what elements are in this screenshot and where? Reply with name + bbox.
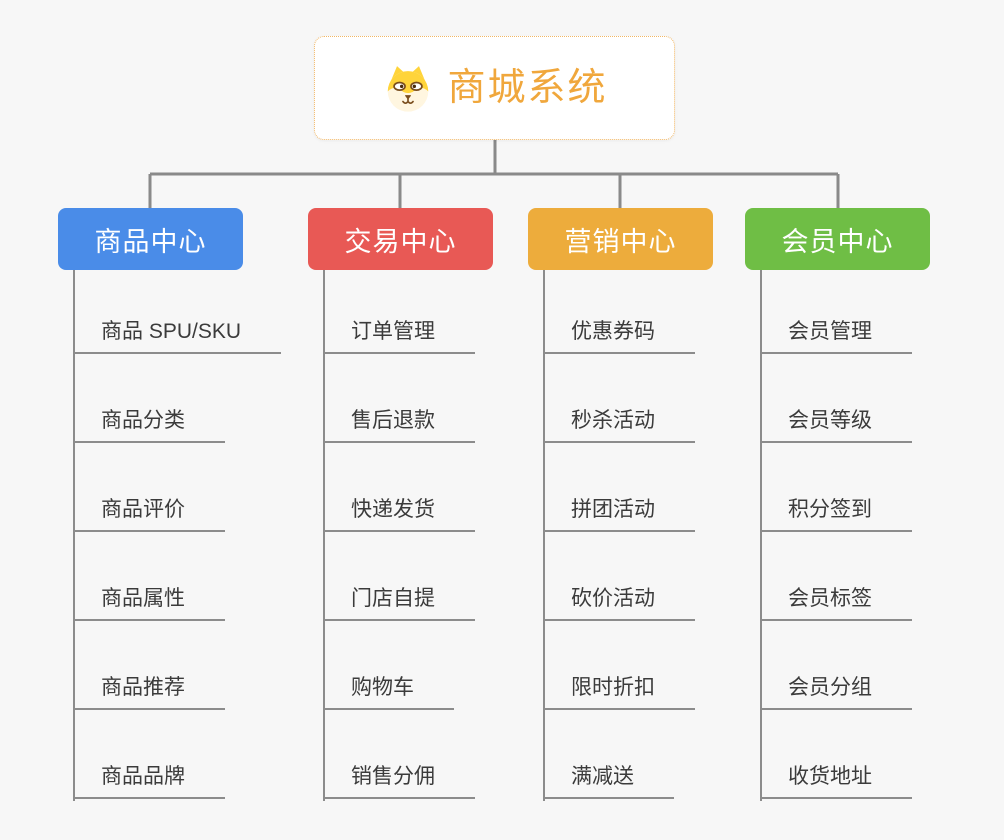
child-node[interactable]: 商品推荐 <box>73 673 225 710</box>
child-node[interactable]: 快递发货 <box>323 495 475 532</box>
child-node[interactable]: 优惠券码 <box>543 317 695 354</box>
child-node[interactable]: 满减送 <box>543 762 674 799</box>
child-node[interactable]: 商品属性 <box>73 584 225 621</box>
child-node[interactable]: 会员分组 <box>760 673 912 710</box>
branch-trunk-line <box>73 270 75 801</box>
child-node[interactable]: 门店自提 <box>323 584 475 621</box>
child-node[interactable]: 商品品牌 <box>73 762 225 799</box>
child-node[interactable]: 购物车 <box>323 673 454 710</box>
branch-node[interactable]: 商品中心 <box>58 208 243 270</box>
child-node[interactable]: 售后退款 <box>323 406 475 443</box>
child-node[interactable]: 会员标签 <box>760 584 912 621</box>
child-node[interactable]: 销售分佣 <box>323 762 475 799</box>
branch-node[interactable]: 交易中心 <box>308 208 493 270</box>
branch-trunk-line <box>760 270 762 801</box>
child-node[interactable]: 会员等级 <box>760 406 912 443</box>
child-node[interactable]: 限时折扣 <box>543 673 695 710</box>
child-node[interactable]: 拼团活动 <box>543 495 695 532</box>
child-node[interactable]: 商品 SPU/SKU <box>73 317 282 354</box>
child-node[interactable]: 秒杀活动 <box>543 406 695 443</box>
branch-node[interactable]: 营销中心 <box>528 208 713 270</box>
child-node[interactable]: 积分签到 <box>760 495 912 532</box>
branch-node[interactable]: 会员中心 <box>745 208 930 270</box>
child-node[interactable]: 商品评价 <box>73 495 225 532</box>
child-node[interactable]: 商品分类 <box>73 406 225 443</box>
child-node[interactable]: 订单管理 <box>323 317 475 354</box>
branch-trunk-line <box>543 270 545 801</box>
root-node[interactable]: 商城系统 <box>314 36 675 140</box>
child-node[interactable]: 会员管理 <box>760 317 912 354</box>
shiba-dog-icon <box>381 63 435 113</box>
root-title: 商城系统 <box>447 67 608 109</box>
child-node[interactable]: 砍价活动 <box>543 584 695 621</box>
branch-trunk-line <box>323 270 325 801</box>
child-node[interactable]: 收货地址 <box>760 762 912 799</box>
